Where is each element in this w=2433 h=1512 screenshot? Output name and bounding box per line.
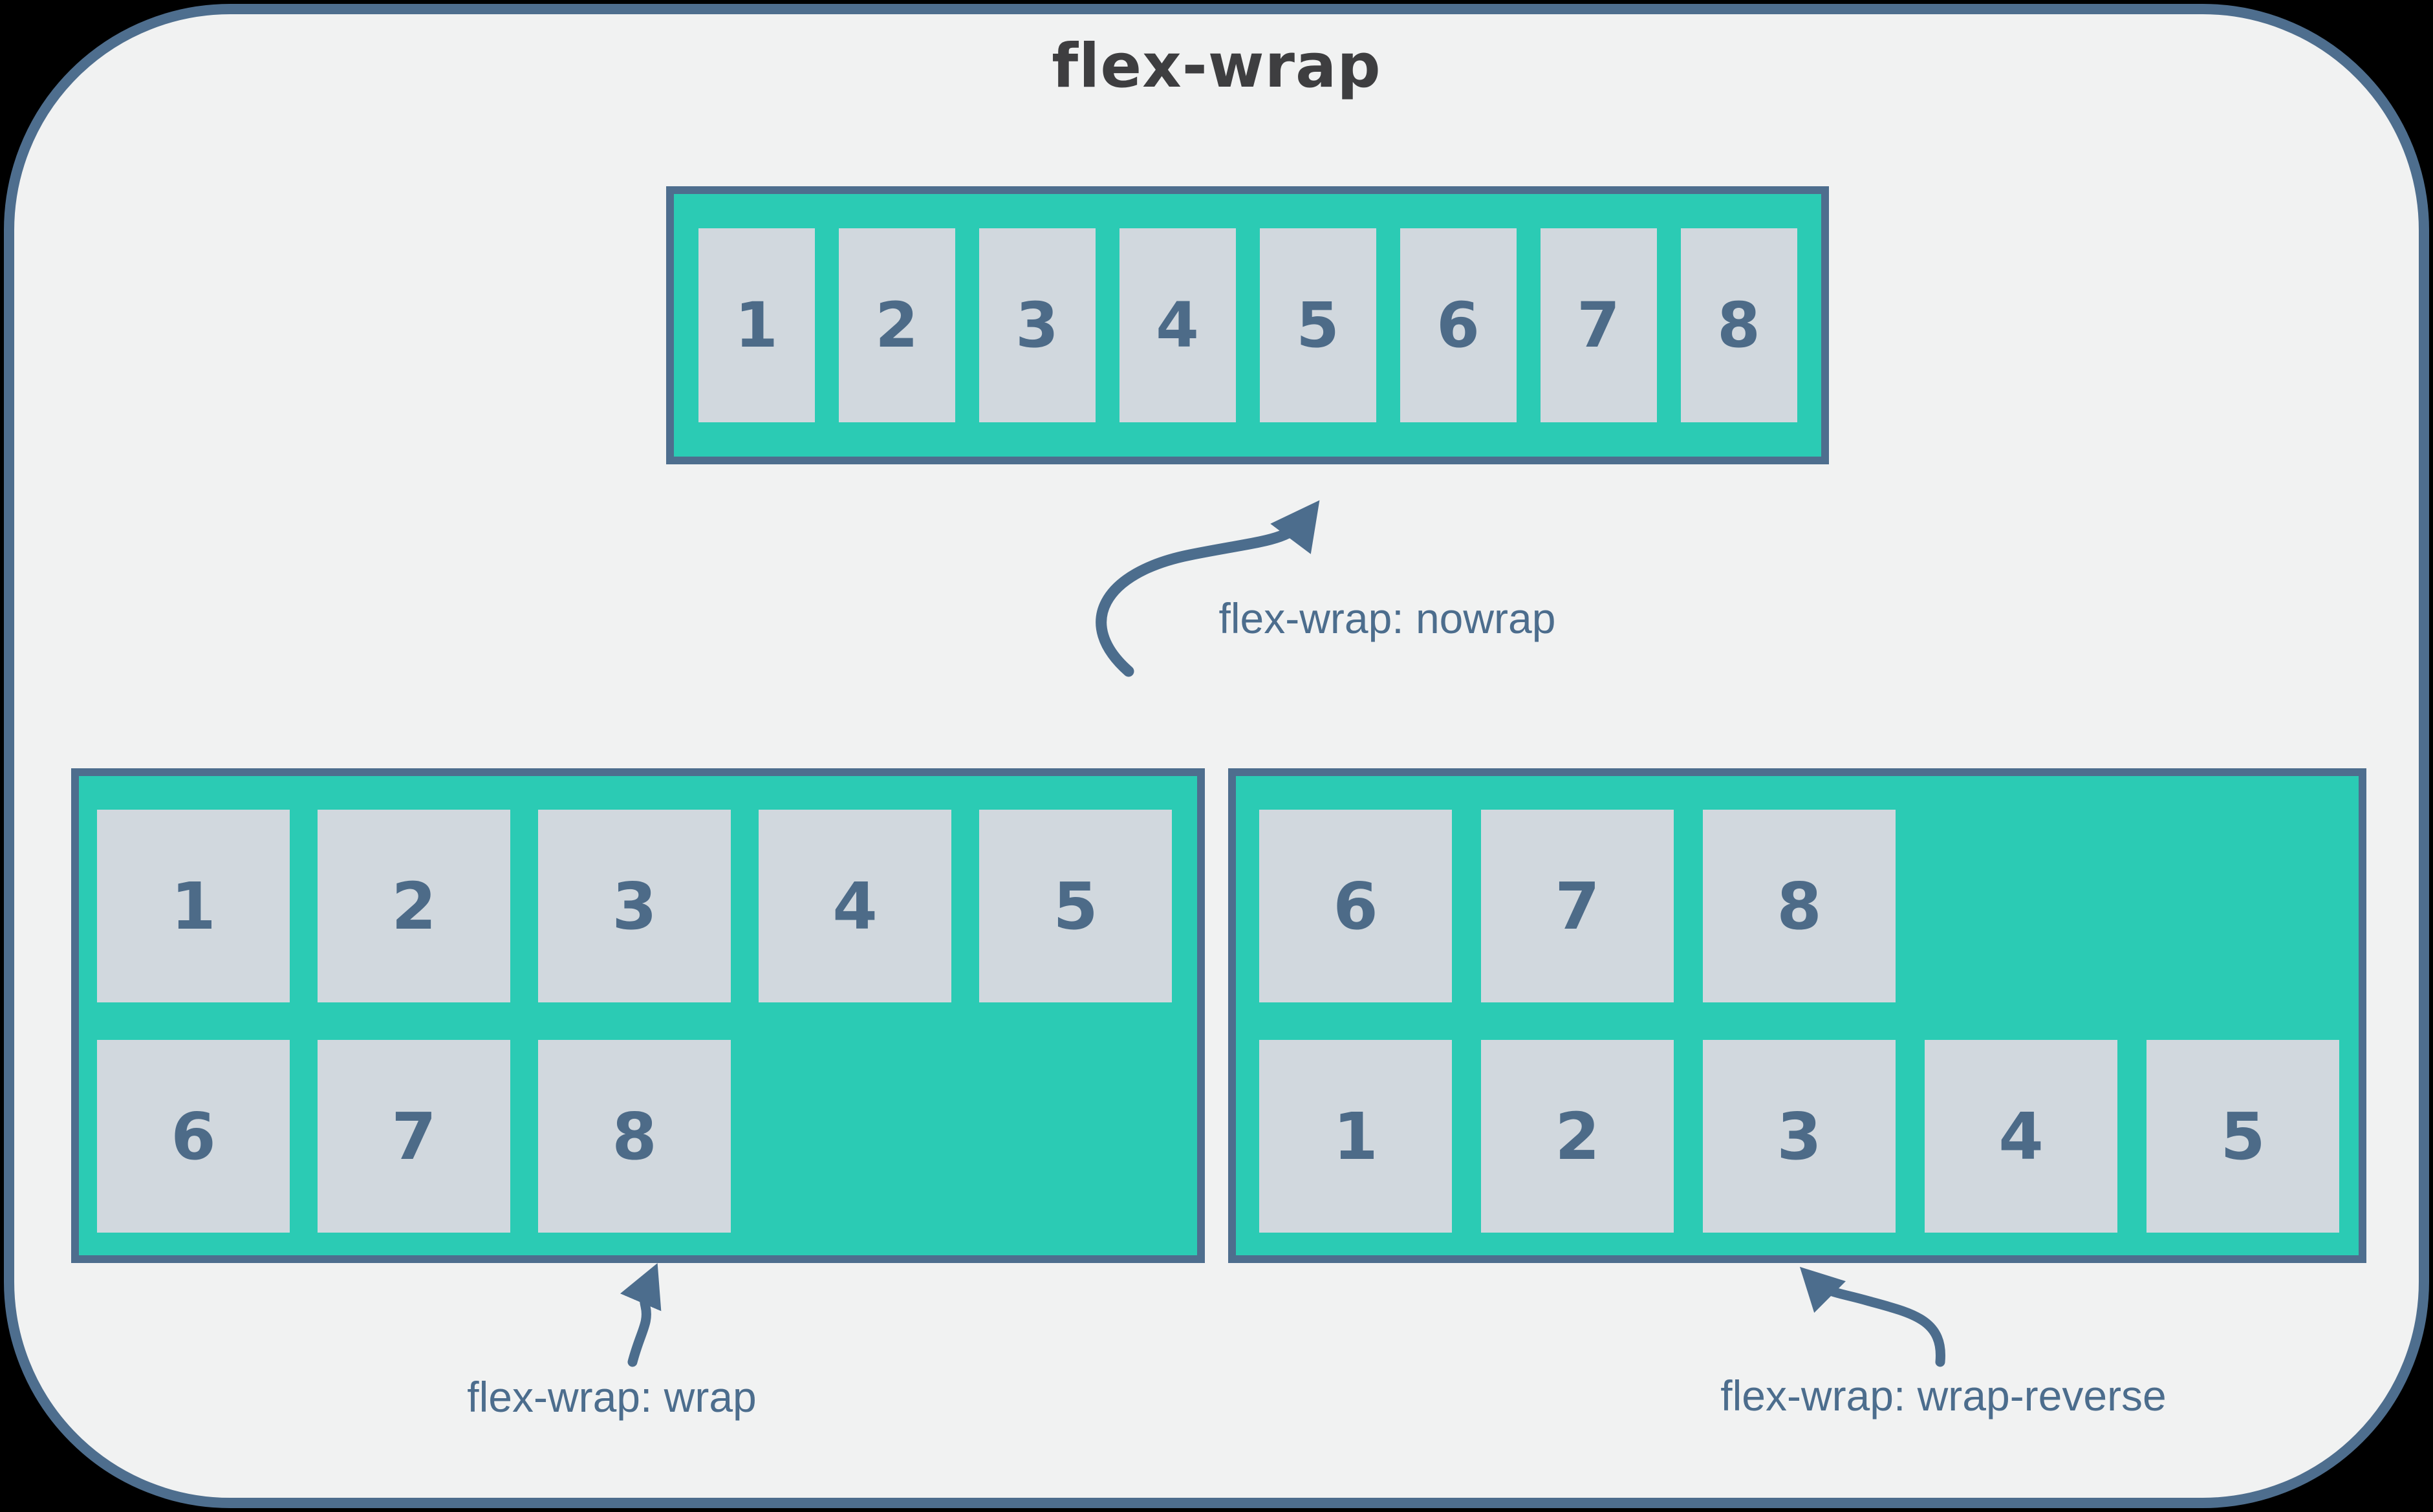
flex-item-2: 2 (1481, 1040, 1674, 1233)
flex-item-3: 3 (1703, 1040, 1896, 1233)
flex-item-3: 3 (538, 810, 731, 1002)
flex-item-8: 8 (1680, 228, 1797, 422)
wrap-annotation-label: flex-wrap: wrap (467, 1373, 757, 1421)
flex-item-6: 6 (1259, 810, 1452, 1002)
flex-item-8: 8 (538, 1040, 731, 1233)
flex-item-2: 2 (318, 810, 510, 1002)
flex-item-5: 5 (2146, 1040, 2339, 1233)
flex-item-1: 1 (1259, 1040, 1452, 1233)
flex-item-6: 6 (97, 1040, 290, 1233)
nowrap-annotation-label: flex-wrap: nowrap (1218, 594, 1556, 642)
flex-item-7: 7 (318, 1040, 510, 1233)
flex-item-2: 2 (838, 228, 955, 422)
flex-item-1: 1 (97, 810, 290, 1002)
flex-item-4: 4 (759, 810, 951, 1002)
flex-item-7: 7 (1540, 228, 1657, 422)
flex-item-4: 4 (1119, 228, 1236, 422)
flex-item-3: 3 (979, 228, 1096, 422)
flex-item-5: 5 (1259, 228, 1376, 422)
flex-item-5: 5 (979, 810, 1172, 1002)
flex-item-1: 1 (698, 228, 815, 422)
page-title: flex-wrap (1052, 31, 1381, 102)
flex-item-4: 4 (1925, 1040, 2117, 1233)
flex-item-8: 8 (1703, 810, 1896, 1002)
wrap-reverse-annotation-label: flex-wrap: wrap-reverse (1720, 1372, 2167, 1420)
flex-item-7: 7 (1481, 810, 1674, 1002)
flex-item-6: 6 (1400, 228, 1517, 422)
